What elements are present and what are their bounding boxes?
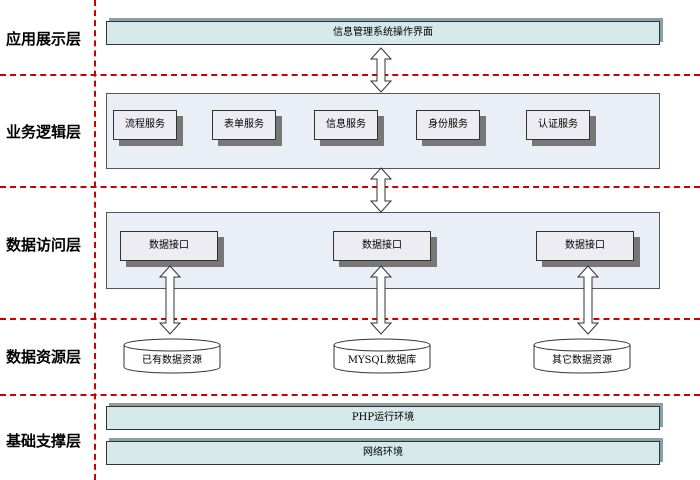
layer-label-base: 基础支撑层 (6, 432, 82, 450)
layer-divider-1 (0, 74, 700, 76)
service-box-identity: 身份服务 (416, 110, 480, 140)
service-label: 认证服务 (538, 119, 578, 130)
data-interface-box-2: 数据接口 (333, 231, 431, 261)
service-box-info: 信息服务 (314, 110, 378, 140)
layer-label-access: 数据访问层 (6, 236, 82, 254)
interface-label: 数据接口 (362, 240, 402, 251)
double-arrow-icon (369, 167, 393, 213)
double-arrow-icon (369, 265, 393, 335)
database-cylinder-icon (533, 338, 631, 374)
service-label: 表单服务 (224, 119, 264, 130)
ui-bar-label: 信息管理系统操作界面 (333, 27, 433, 38)
layer-label-logic: 业务逻辑层 (6, 123, 82, 141)
vertical-divider (94, 0, 96, 480)
service-label: 流程服务 (125, 119, 165, 130)
store-label-other: 其它数据资源 (552, 355, 612, 366)
php-env-label: PHP运行环境 (351, 412, 415, 423)
network-env-label: 网络环境 (363, 447, 403, 458)
store-label-existing: 已有数据资源 (142, 355, 202, 366)
service-box-auth: 认证服务 (526, 110, 590, 140)
service-box-flow: 流程服务 (113, 110, 177, 140)
database-cylinder-icon (123, 338, 221, 374)
layer-divider-2 (0, 186, 700, 188)
service-label: 身份服务 (428, 119, 468, 130)
layer-divider-3 (0, 318, 700, 320)
layer-label-resource: 数据资源层 (6, 348, 82, 366)
php-env-bar: PHP运行环境 (106, 406, 660, 430)
network-env-bar: 网络环境 (106, 441, 660, 465)
interface-label: 数据接口 (565, 240, 605, 251)
double-arrow-icon (576, 265, 600, 335)
layer-divider-4 (0, 394, 700, 396)
layer-label-presentation: 应用展示层 (6, 30, 82, 48)
database-cylinder-icon (333, 338, 431, 374)
interface-label: 数据接口 (149, 240, 189, 251)
double-arrow-icon (369, 47, 393, 93)
ui-bar: 信息管理系统操作界面 (106, 21, 660, 45)
store-label-mysql: MYSQL数据库 (347, 355, 417, 366)
double-arrow-icon (158, 265, 182, 335)
data-interface-box-1: 数据接口 (120, 231, 218, 261)
data-interface-box-3: 数据接口 (536, 231, 634, 261)
service-label: 信息服务 (326, 119, 366, 130)
service-box-form: 表单服务 (212, 110, 276, 140)
